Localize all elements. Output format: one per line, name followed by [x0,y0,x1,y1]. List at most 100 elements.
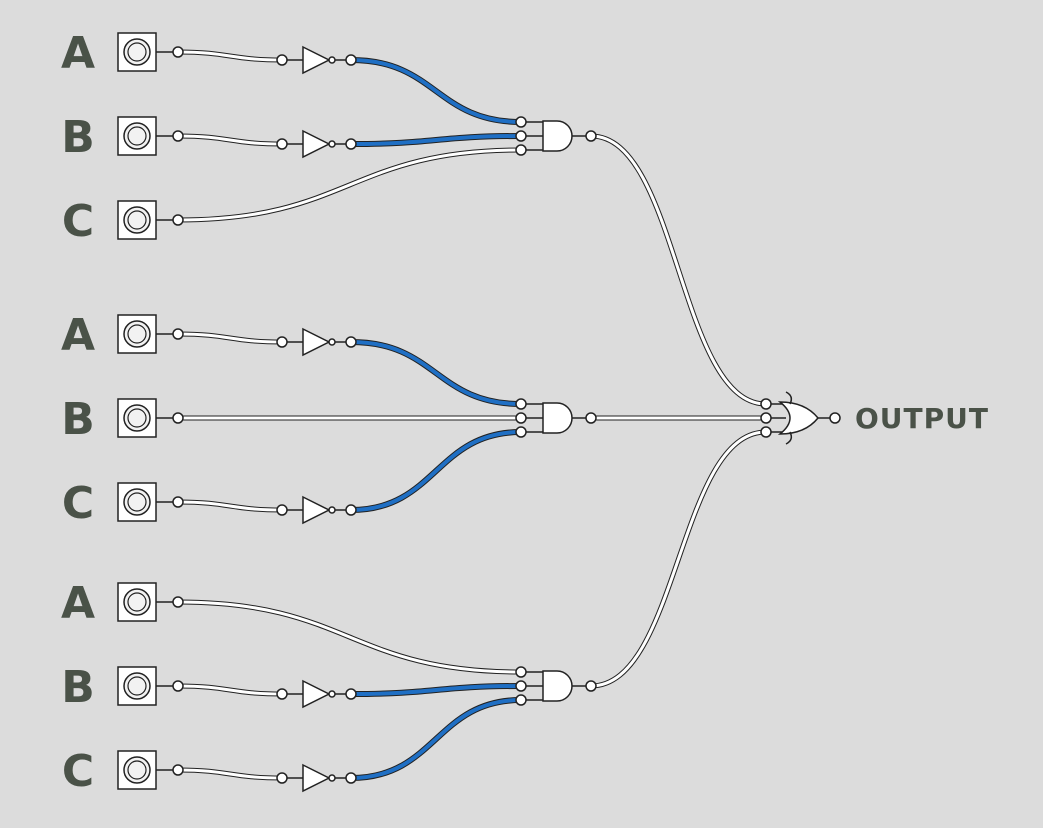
wire-inactive [176,684,284,696]
not-gate-triangle [302,327,331,357]
and-input-dot [515,116,527,128]
wire-not-to-and [348,339,524,407]
switch-button-inner[interactable] [127,324,147,344]
input-toggle-switch[interactable] [117,116,157,156]
or-gate [777,401,819,435]
input-label-c: C [62,196,94,247]
input-toggle-switch[interactable] [117,314,157,354]
wire-inactive [176,332,284,344]
wire-switch-to-not [175,767,285,781]
wire-switch-to-not [175,499,285,513]
wire-active [349,134,523,146]
wire-inactive [589,430,768,688]
wire-inactive [176,134,284,146]
output-label: OUTPUT [855,402,989,435]
switch-output-dot [172,764,184,776]
switch-output-dot [172,496,184,508]
wire-switch-to-not [175,683,285,697]
wire-switch-to-not [175,49,285,63]
and-gate [542,120,573,152]
input-toggle-switch[interactable] [117,750,157,790]
wire-inactive [589,134,768,406]
and-output-dot [585,680,597,692]
wire-active [349,430,523,512]
or-gate-curl [785,391,793,445]
and-output-dot [585,130,597,142]
wire-not-to-and [348,697,524,781]
switch-button-inner[interactable] [127,760,147,780]
wire-inactive [176,148,523,222]
switch-output-dot [172,130,184,142]
wire-switch-to-and [175,599,524,675]
not-input-dot [276,138,288,150]
connection-dots-layer [172,46,841,784]
not-gate-bubble [328,690,336,698]
wire-not-to-and [348,133,524,147]
switch-output-dot [172,680,184,692]
or-output-dot [829,412,841,424]
switch-button-inner[interactable] [127,592,147,612]
not-gate-bubble [328,774,336,782]
not-input-dot [276,772,288,784]
not-output-dot [345,688,357,700]
wire-not-to-and [348,57,524,125]
input-label-a: A [61,28,95,79]
input-label-c: C [62,746,94,797]
switch-output-dot [172,214,184,226]
input-label-c: C [62,478,94,529]
not-input-dot [276,504,288,516]
switch-button-inner[interactable] [127,408,147,428]
wire-and-to-or [588,429,769,689]
not-gate-triangle [302,495,331,525]
input-toggle-switch[interactable] [117,200,157,240]
wire-and-to-or [588,133,769,407]
and-input-dot [515,130,527,142]
wire-inactive [176,50,284,62]
input-toggle-switch[interactable] [117,582,157,622]
and-output-dot [585,412,597,424]
not-gate-triangle [302,763,331,793]
input-label-a: A [61,578,95,629]
and-input-dot [515,426,527,438]
or-input-dot [760,412,772,424]
not-output-dot [345,772,357,784]
and-input-dot [515,680,527,692]
switch-button-inner[interactable] [127,492,147,512]
switch-output-dot [172,328,184,340]
input-toggle-switch[interactable] [117,32,157,72]
wire-active [349,698,523,780]
not-gate-bubble [328,56,336,64]
not-output-dot [345,336,357,348]
switch-button-inner[interactable] [127,210,147,230]
not-input-dot [276,54,288,66]
wire-switch-to-and [175,147,524,223]
wire-active [349,684,523,696]
wire-switch-to-not [175,331,285,345]
switch-button-inner[interactable] [127,42,147,62]
and-input-dot [515,144,527,156]
switch-output-dot [172,596,184,608]
wire-not-to-and [348,429,524,513]
input-toggle-switch[interactable] [117,666,157,706]
not-gate-bubble [328,506,336,514]
wire-active [349,58,523,124]
input-label-b: B [61,112,95,163]
or-input-dot [760,426,772,438]
and-input-dot [515,666,527,678]
or-input-dot [760,398,772,410]
switch-output-dot [172,46,184,58]
switch-button-inner[interactable] [127,126,147,146]
input-toggle-switch[interactable] [117,482,157,522]
wire-inactive [176,500,284,512]
and-input-dot [515,412,527,424]
and-gate [542,670,573,702]
wire-inactive [176,600,523,674]
not-gate-triangle [302,45,331,75]
wire-inactive [176,768,284,780]
switch-button-inner[interactable] [127,676,147,696]
not-gate-bubble [328,140,336,148]
input-toggle-switch[interactable] [117,398,157,438]
wire-switch-to-not [175,133,285,147]
